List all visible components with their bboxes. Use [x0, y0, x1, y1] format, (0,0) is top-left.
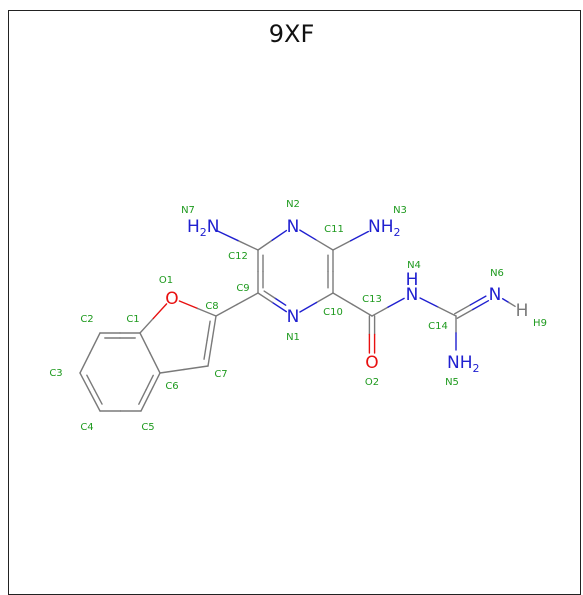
bond-c13-n4-b [387, 297, 405, 308]
bond-c8-c7-inner-b [203, 339, 208, 360]
bond-n4-c14-a [419, 297, 439, 308]
bond-c3-c4-b [89, 391, 101, 412]
atom-n4: N [406, 285, 419, 305]
index-c10: C10 [323, 307, 343, 318]
bond-c14-n6-1-a [456, 308, 474, 319]
index-n4: N4 [407, 260, 421, 271]
bond-c12-n2-a [257, 239, 273, 251]
index-c13: C13 [362, 294, 382, 305]
bond-c5-c6-inner-a [138, 389, 147, 405]
index-c4: C4 [80, 422, 93, 433]
index-c11: C11 [324, 224, 344, 235]
bond-c5-c6-a [140, 391, 152, 412]
bond-n2-c11-b [315, 239, 334, 251]
bond-c12-n7-a [237, 239, 259, 251]
bond-c14-n6-2-b [469, 295, 487, 306]
index-n1: N1 [286, 332, 300, 343]
index-n5: N5 [445, 377, 459, 388]
index-c6: C6 [165, 381, 178, 392]
atom-n7: H2N [187, 217, 220, 239]
bond-c6-c1-a [149, 352, 161, 374]
atom-n5: NH2 [447, 353, 480, 375]
index-c12: C12 [228, 251, 248, 262]
bond-c3-c4-a [79, 372, 91, 393]
atom-n1: N [287, 307, 300, 327]
bond-c14-n6-2-a [454, 304, 472, 315]
index-c5: C5 [141, 422, 154, 433]
atom-n4-hydrogen: H [406, 270, 419, 290]
bond-layer [79, 229, 516, 412]
bond-c3-c4-inner-b [93, 388, 103, 405]
bond-c8-c9-b [236, 292, 259, 306]
bond-c5-c6-inner-b [145, 374, 154, 391]
atom-o1: O [165, 289, 178, 309]
bond-c12-n2-b [271, 229, 288, 241]
index-o1: O1 [159, 275, 173, 286]
bond-c10-c13-a [332, 292, 354, 306]
bond-c11-n3-a [332, 240, 352, 251]
bond-c10-n1-b [299, 301, 318, 313]
index-n7: N7 [181, 205, 195, 216]
bond-o1-c8-b [197, 307, 217, 317]
index-c3: C3 [49, 368, 62, 379]
bond-c2-c3-b [79, 352, 91, 374]
index-n6: N6 [490, 268, 504, 279]
bond-n1-c9-inner-a [274, 297, 287, 306]
index-c7: C7 [214, 369, 227, 380]
bond-c6-c1-b [139, 332, 151, 354]
bond-n6-h9-b [508, 301, 516, 308]
index-n3: N3 [393, 205, 407, 216]
bond-c14-n6-1-b [472, 299, 490, 311]
index-c14: C14 [428, 321, 448, 332]
index-c8: C8 [205, 301, 218, 312]
atom-n6: N [489, 285, 502, 305]
bond-c12-n7-b [217, 230, 239, 242]
atom-n2: N [287, 217, 300, 237]
bond-c1-o1-b [152, 303, 168, 320]
index-h9: H9 [533, 318, 547, 329]
bond-o1-c8-a [178, 300, 199, 310]
bond-n1-c9-b [257, 292, 273, 304]
index-n2: N2 [286, 199, 300, 210]
bond-n1-c9-a [271, 301, 288, 313]
bond-n4-c14-b [437, 306, 457, 317]
index-c9: C9 [236, 283, 249, 294]
bond-n2-c11-a [299, 229, 318, 241]
bond-c13-n4-a [371, 306, 389, 317]
atom-o2: O [365, 353, 378, 373]
index-o2: O2 [365, 377, 379, 388]
bond-c3-c4-inner-a [86, 374, 96, 391]
index-c1: C1 [126, 314, 139, 325]
bond-c8-c7-a [211, 315, 217, 342]
bond-c10-c13-b [351, 303, 373, 317]
bond-n1-c9-inner-b [263, 290, 276, 299]
bond-c7-c6-a [183, 365, 209, 371]
bond-c11-n3-b [349, 230, 370, 242]
bond-c8-c7-b [207, 340, 213, 367]
bond-c10-n1-a [315, 292, 334, 304]
bond-n6-h9-a [501, 298, 510, 304]
bond-c5-c6-b [149, 372, 161, 393]
molecule-title: 9XF [268, 20, 315, 48]
bond-c8-c9-a [215, 303, 238, 317]
index-c2: C2 [80, 314, 93, 325]
atom-h9: H [516, 301, 529, 321]
bond-c1-o1-a [139, 317, 155, 334]
atom-n3: NH2 [368, 217, 401, 239]
bond-c7-c6-b [159, 368, 185, 374]
bond-c8-c7-inner-a [206, 320, 211, 341]
bond-c2-c3-a [89, 332, 101, 354]
